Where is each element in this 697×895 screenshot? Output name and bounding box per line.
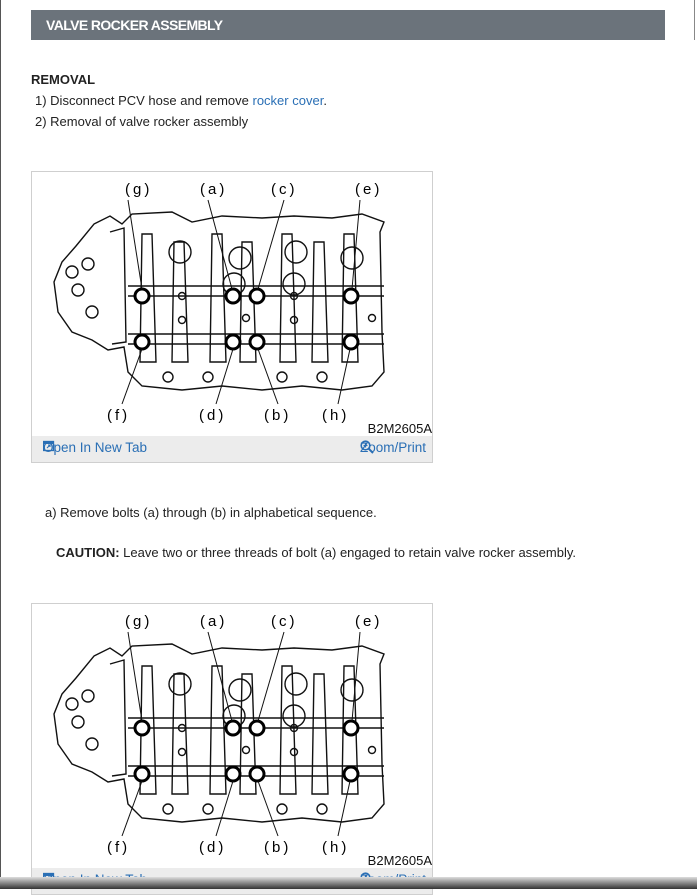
step-1-text: 1) Disconnect PCV hose and remove (35, 93, 253, 108)
right-border-line (694, 0, 695, 40)
rocker-cover-link[interactable]: rocker cover (252, 93, 324, 108)
step-1-suffix: . (323, 93, 327, 108)
label-g: (g) (125, 613, 152, 630)
instruction-step-a: a) Remove bolts (a) through (b) in alpha… (45, 505, 377, 520)
engine-head-diagram: (g) (a) (c) (e) (f) (d) (b) (h) (53, 613, 385, 856)
label-e: (e) (355, 613, 382, 630)
figure-code: B2M2605A (367, 853, 432, 868)
engine-head-diagram: (g) (a) (c) (e) (f) (d) (b) (h) (53, 181, 385, 424)
caution-note: CAUTION: Leave two or three threads of b… (56, 545, 576, 560)
figure-toolbar: Open In New Tab Zoom/Print (32, 436, 432, 462)
label-f: (f) (107, 839, 130, 856)
open-in-new-tab-label: Open In New Tab (43, 440, 148, 455)
caution-text: Leave two or three threads of bolt (a) e… (119, 545, 576, 560)
figure-code: B2M2605A (367, 421, 432, 436)
bottom-scroll-shade (0, 877, 697, 889)
label-g: (g) (125, 181, 152, 198)
label-a: (a) (200, 613, 227, 630)
step-1: 1) Disconnect PCV hose and remove rocker… (35, 93, 327, 108)
label-e: (e) (355, 181, 382, 198)
label-d: (d) (199, 407, 226, 424)
label-h: (h) (322, 839, 349, 856)
removal-heading: REMOVAL (31, 72, 96, 87)
open-in-new-tab-button[interactable]: Open In New Tab (43, 440, 147, 455)
label-c: (c) (271, 613, 298, 630)
step-2: 2) Removal of valve rocker assembly (35, 114, 249, 129)
label-f: (f) (107, 407, 130, 424)
label-c: (c) (271, 181, 298, 198)
label-b: (b) (264, 407, 291, 424)
new-tab-icon (43, 440, 55, 452)
figure-1: (g) (a) (c) (e) (f) (d) (b) (h) B2M2605A… (31, 171, 433, 463)
label-b: (b) (264, 839, 291, 856)
caution-label: CAUTION: (56, 545, 120, 560)
figure-2: (g) (a) (c) (e) (f) (d) (b) (h) B2M2605A… (31, 603, 433, 895)
zoom-print-label: Zoom/Print (359, 440, 426, 455)
zoom-print-button[interactable]: Zoom/Print (360, 440, 426, 455)
label-a: (a) (200, 181, 227, 198)
label-h: (h) (322, 407, 349, 424)
magnifier-icon (360, 440, 374, 454)
label-d: (d) (199, 839, 226, 856)
section-header: VALVE ROCKER ASSEMBLY (31, 10, 665, 40)
left-border-line (0, 0, 1, 889)
